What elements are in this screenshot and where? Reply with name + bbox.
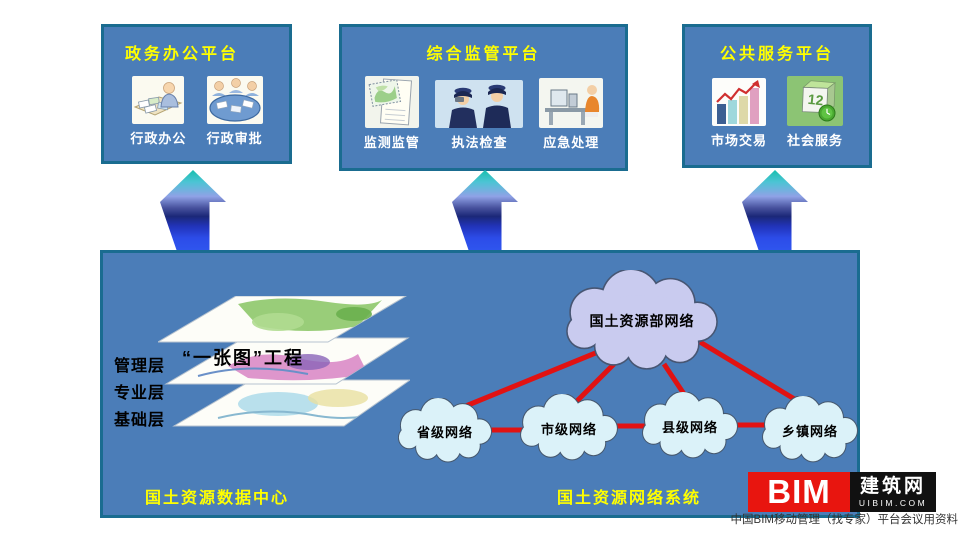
layer-label-basic: 基础层 (114, 412, 166, 429)
platform-item-label: 行政审批 (206, 131, 263, 146)
cloud-township-network: 乡镇网络 (760, 396, 860, 464)
calendar-number-text: 12 (807, 91, 824, 109)
platform-item-social-service: 12 社会服务 (786, 76, 843, 149)
platform-box-public-service: 公共服务平台 市场交易 (682, 24, 872, 168)
up-arrow-icon (160, 170, 226, 250)
platform-title: 综合监管平台 (426, 46, 541, 63)
one-map-layers-illustration (158, 296, 410, 427)
emergency-response-icon (539, 78, 604, 128)
cloud-label: 乡镇网络 (781, 423, 838, 439)
cloud-label: 市级网络 (540, 421, 597, 437)
platform-item-admin-approval: 行政审批 (206, 76, 263, 147)
one-map-title: “一张图”工程 (182, 348, 304, 368)
platform-item-monitoring: 监测监管 (364, 76, 420, 151)
platform-items: 市场交易 12 (685, 76, 869, 149)
watermark-text: 中国BIM移动管理（找专家）平台会议用资料 (730, 514, 958, 526)
network-system-label: 国土资源网络系统 (557, 490, 702, 507)
bim-logo-text-block: 建筑网 UIBIM.COM (850, 472, 936, 512)
platform-item-label: 行政办公 (130, 131, 187, 146)
cloud-label: 县级网络 (661, 419, 718, 435)
platform-item-label: 监测监管 (363, 135, 420, 150)
police-inspection-icon (435, 80, 524, 128)
platform-title: 公共服务平台 (719, 46, 834, 63)
platform-item-label: 执法检查 (451, 135, 508, 150)
up-arrow-icon (452, 170, 518, 250)
platform-item-label: 社会服务 (786, 133, 843, 148)
platform-item-emergency: 应急处理 (539, 78, 604, 151)
layer-label-management: 管理层 (114, 358, 166, 375)
platform-item-market: 市场交易 (711, 78, 767, 149)
social-service-icon: 12 (786, 76, 843, 126)
cloud-province-network: 省级网络 (396, 398, 494, 464)
market-chart-icon (711, 78, 766, 126)
platform-item-admin-office: 行政办公 (130, 76, 186, 147)
platform-box-supervision: 综合监管平台 (339, 24, 628, 171)
platform-box-government-office: 政务办公平台 行政办公 (101, 24, 292, 164)
cloud-label: 国土资源部网络 (589, 313, 695, 329)
up-arrow-icon (742, 170, 808, 250)
office-desk-icon (132, 76, 185, 124)
approval-meeting-icon (206, 76, 263, 124)
cloud-ministry-network: 国土资源部网络 (563, 270, 721, 372)
platform-item-law-enforcement: 执法检查 (435, 80, 524, 151)
platform-items: 监测监管 执法检 (342, 76, 625, 151)
data-center-label: 国土资源数据中心 (145, 490, 290, 507)
cloud-label: 省级网络 (416, 424, 473, 440)
platform-items: 行政办公 (104, 76, 289, 147)
platform-item-label: 市场交易 (710, 133, 767, 148)
layer-label-professional: 专业层 (114, 385, 166, 402)
platform-item-label: 应急处理 (543, 135, 600, 150)
platform-title: 政务办公平台 (125, 46, 240, 63)
bim-logo: BIM 建筑网 UIBIM.COM (748, 472, 936, 512)
cloud-county-network: 县级网络 (640, 392, 740, 460)
bim-logo-name: 建筑网 (859, 476, 926, 497)
layer-labels: 管理层 专业层 基础层 (114, 355, 165, 436)
monitoring-map-icon (364, 76, 419, 128)
bim-logo-mark: BIM (748, 472, 850, 512)
bim-logo-site: UIBIM.COM (858, 498, 928, 508)
cloud-city-network: 市级网络 (518, 394, 620, 462)
